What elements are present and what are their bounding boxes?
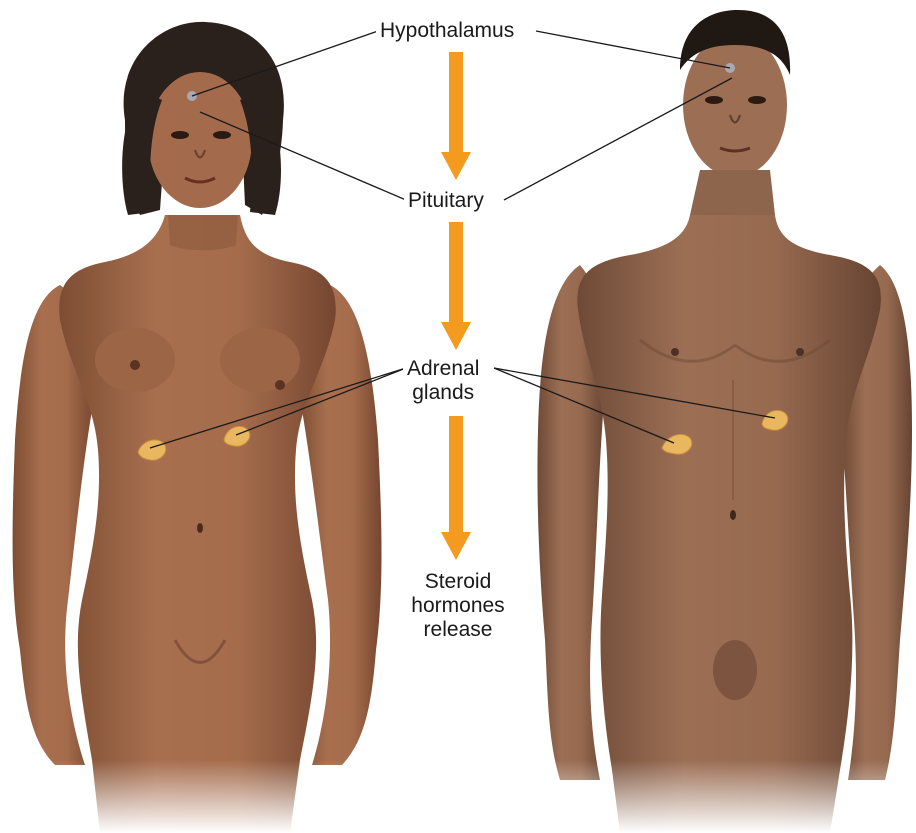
label-steroid-hormones-release: Steroid hormones release <box>400 570 516 642</box>
female-body <box>59 215 336 833</box>
arrow-pituitary-to-adrenal <box>441 222 471 350</box>
label-adrenal-line2: glands <box>407 381 479 405</box>
arrow-hypothalamus-to-pituitary <box>441 52 471 180</box>
label-pituitary: Pituitary <box>404 189 488 213</box>
label-adrenal-line1: Adrenal <box>407 357 479 381</box>
female-figure <box>13 22 382 833</box>
male-figure <box>537 10 912 833</box>
label-steroid-line2: hormones <box>404 594 512 618</box>
label-steroid-line3: release <box>404 618 512 642</box>
female-face <box>148 72 252 208</box>
male-body <box>577 215 881 833</box>
label-hypothalamus: Hypothalamus <box>376 19 518 43</box>
label-steroid-line1: Steroid <box>404 570 512 594</box>
flow-arrows <box>441 52 471 560</box>
female-breast-right <box>220 328 300 392</box>
male-face <box>683 33 787 177</box>
label-adrenal-glands: Adrenal glands <box>403 357 483 405</box>
arrow-adrenal-to-steroid <box>441 416 471 560</box>
